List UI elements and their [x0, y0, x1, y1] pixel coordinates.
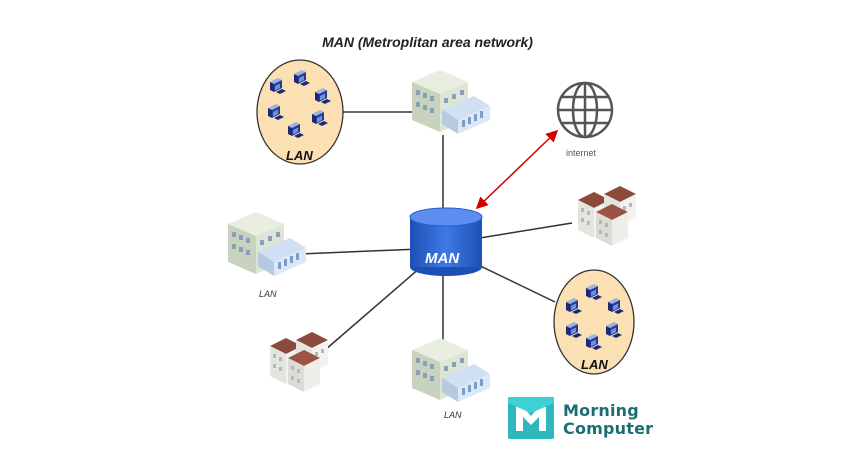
- building-label-left: LAN: [259, 289, 277, 299]
- building-label-bottom: LAN: [444, 410, 462, 420]
- brand-line-2: Computer: [563, 419, 654, 438]
- red-buildings-right: [578, 186, 636, 246]
- m-logo-icon: [508, 397, 554, 439]
- internet-link-arrow: [475, 129, 559, 210]
- lan-label-top: LAN: [286, 148, 313, 163]
- office-building-bottom: [412, 338, 490, 402]
- brand-line-1: Morning: [563, 401, 639, 420]
- man-label: MAN: [425, 250, 460, 267]
- internet-label: internet: [566, 148, 597, 158]
- office-building-top: [412, 70, 490, 134]
- man-cylinder-icon: [409, 207, 483, 276]
- lan-group-right: [553, 269, 635, 375]
- lan-group-top: [256, 59, 344, 165]
- diagram-title: MAN (Metroplitan area network): [322, 34, 533, 50]
- globe-icon: [556, 81, 614, 139]
- office-building-left: [228, 212, 306, 276]
- red-buildings-bottom-left: [270, 332, 328, 392]
- lan-label-right: LAN: [581, 357, 608, 372]
